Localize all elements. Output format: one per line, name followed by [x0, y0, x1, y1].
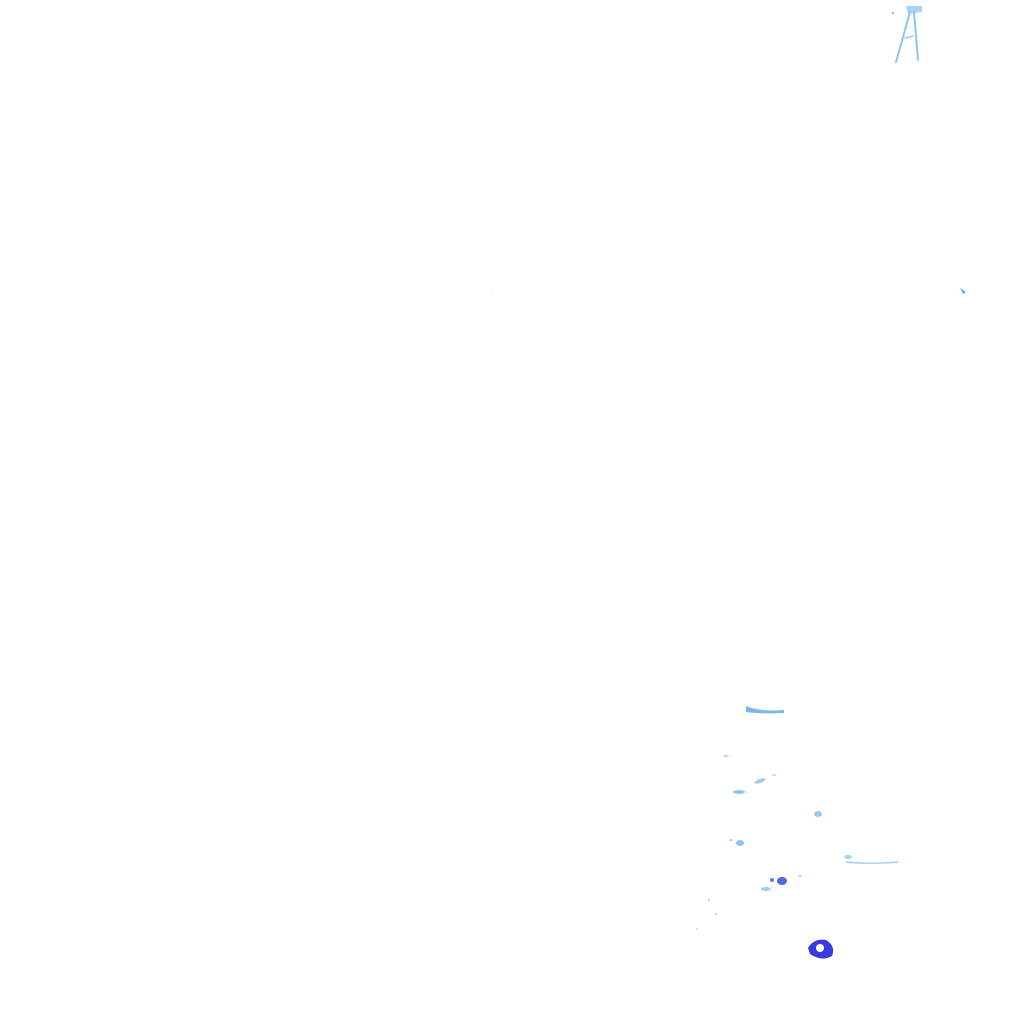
- fleck-right: [960, 288, 966, 294]
- faint-dot: [580, 513, 582, 515]
- tripod-streak: [892, 6, 922, 63]
- ink-blot: [808, 939, 834, 959]
- faint-dot: [491, 291, 493, 293]
- speckle-cluster: [696, 706, 898, 930]
